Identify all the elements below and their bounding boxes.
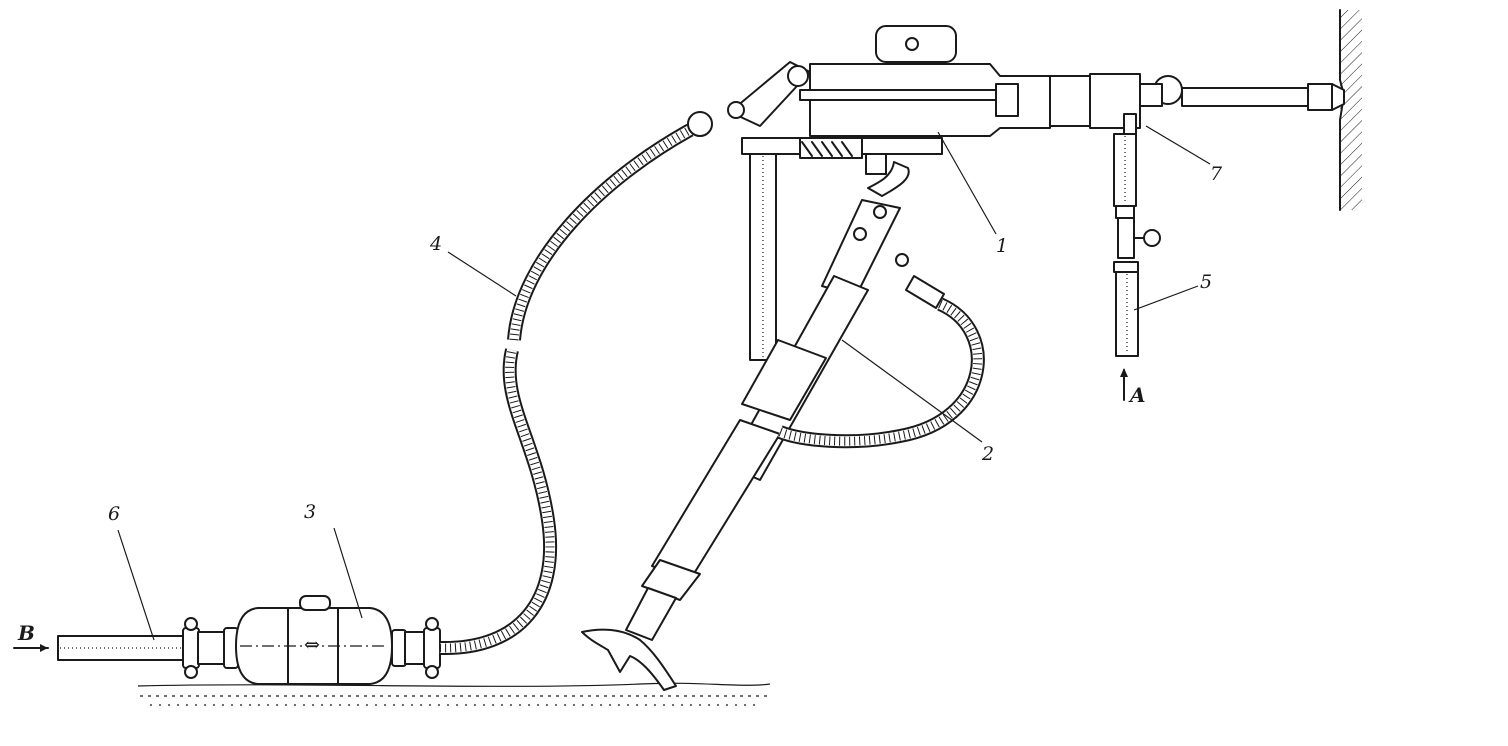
- leg-feed-hose: [777, 275, 985, 449]
- label-air-inlet: B: [17, 621, 35, 645]
- coupling-left: [182, 617, 239, 679]
- rock-face: [1339, 9, 1362, 211]
- oiler-flow-symbol: ⇔: [304, 634, 320, 656]
- lubricator-oiler: [235, 595, 393, 685]
- label-water-hose: 5: [1200, 271, 1212, 293]
- drill-steel: [1181, 83, 1345, 111]
- rock-drill: [687, 25, 1183, 137]
- support-frame: [741, 137, 943, 361]
- label-oiler: 3: [304, 501, 316, 523]
- water-inlet-arrow: [1120, 368, 1128, 401]
- label-drill: 1: [996, 235, 1008, 257]
- air-inlet-arrow: [13, 644, 49, 652]
- label-water-inlet: A: [1128, 383, 1146, 407]
- coupling-right: [391, 617, 441, 679]
- label-air-hose: 4: [429, 233, 442, 255]
- air-main-pipe: [57, 635, 187, 661]
- label-air-main: 6: [108, 503, 120, 525]
- label-pusher-leg: 2: [981, 443, 994, 465]
- water-hose: [1113, 113, 1161, 357]
- air-hose: [439, 123, 694, 656]
- pusher-leg: [581, 161, 910, 691]
- label-water-connector: 7: [1210, 163, 1223, 185]
- leader-lines: [117, 125, 1211, 641]
